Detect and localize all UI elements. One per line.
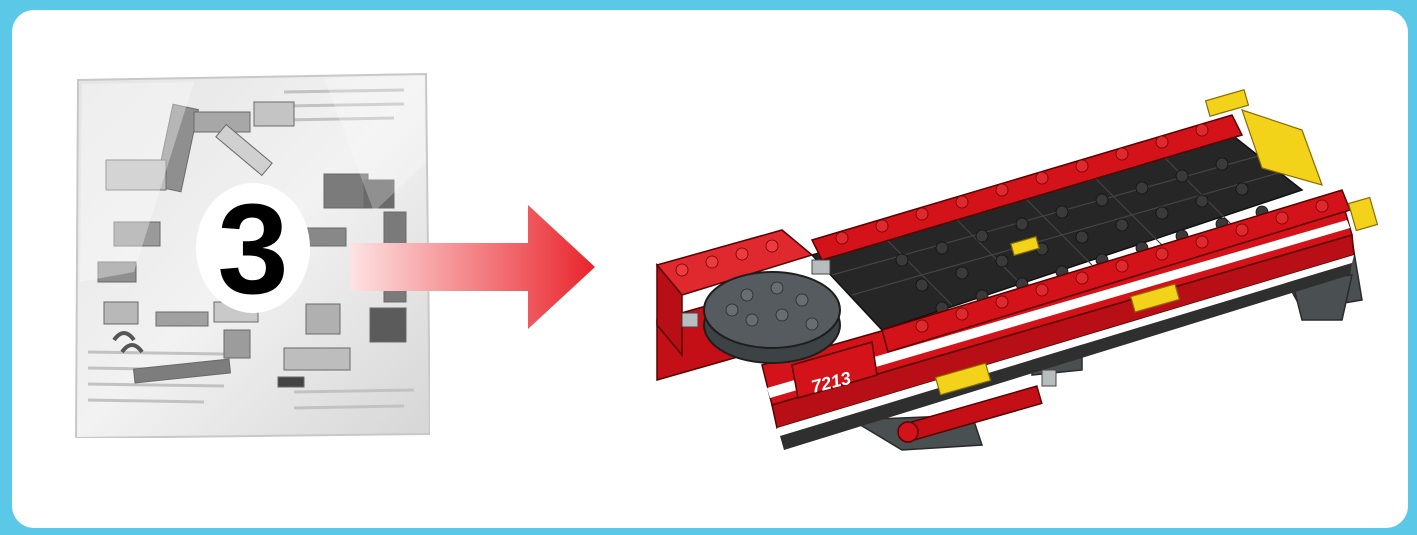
chassis-model-icon: 7213 [652, 80, 1382, 460]
arrow-right-icon [350, 205, 595, 330]
bag-number-badge: 3 [196, 183, 310, 313]
bag-number: 3 [217, 186, 288, 314]
